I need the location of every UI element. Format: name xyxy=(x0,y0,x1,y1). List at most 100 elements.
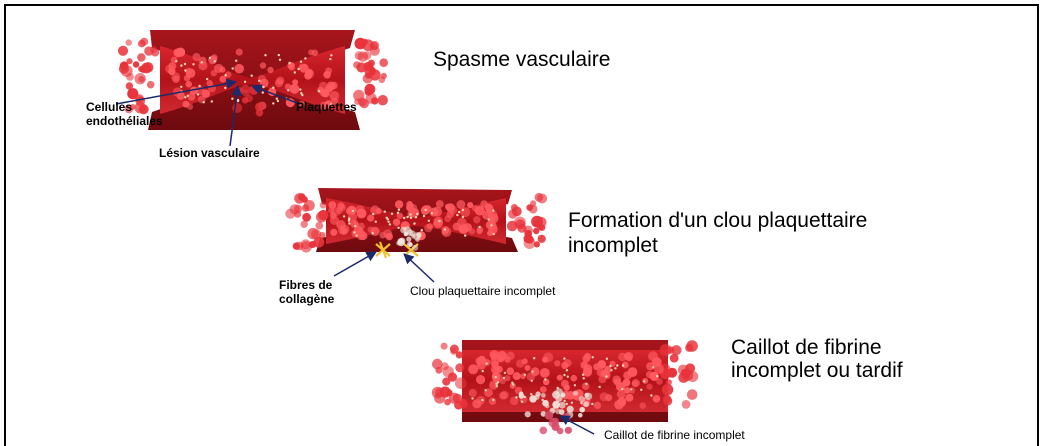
blood-cell xyxy=(406,204,414,212)
platelet-dot xyxy=(406,216,408,218)
blood-cell xyxy=(441,343,448,350)
platelet-dot xyxy=(574,384,576,386)
platelet-dot xyxy=(278,54,280,56)
blood-cell xyxy=(318,210,328,220)
blood-cell xyxy=(445,204,451,210)
blood-cell xyxy=(511,204,518,211)
blood-cell xyxy=(293,242,300,249)
blood-cell xyxy=(504,356,510,362)
platelet-dot xyxy=(571,402,573,404)
blood-cell xyxy=(328,201,336,209)
blood-cell xyxy=(545,411,554,420)
blood-cell xyxy=(434,393,445,404)
blood-cell xyxy=(552,423,560,431)
blood-cell xyxy=(379,77,386,84)
platelet-dot xyxy=(203,101,205,103)
platelet-dot xyxy=(413,222,415,224)
platelet-dot xyxy=(428,220,430,222)
blood-cell xyxy=(362,39,368,45)
blood-cell xyxy=(640,402,647,409)
blood-cell xyxy=(187,104,193,110)
label-line: endothéliales xyxy=(86,114,163,128)
blood-cell xyxy=(625,394,633,402)
platelet-dot xyxy=(389,223,391,225)
platelet-dot xyxy=(563,400,565,402)
blood-cell xyxy=(338,226,347,235)
platelet-dot xyxy=(567,376,569,378)
blood-cell xyxy=(667,368,677,378)
blood-cell xyxy=(400,227,407,234)
blood-cell xyxy=(379,58,388,67)
blood-cell xyxy=(412,245,418,251)
blood-cell xyxy=(184,75,190,81)
platelet-dot xyxy=(524,374,526,376)
platelet-dot xyxy=(403,217,405,219)
stage-title-spasme: Spasme vasculaire xyxy=(433,48,610,72)
blood-cell xyxy=(539,224,546,231)
blood-cell xyxy=(524,226,533,235)
blood-cell xyxy=(480,200,488,208)
platelet-dot xyxy=(348,218,350,220)
platelet-dot xyxy=(462,216,464,218)
platelet-dot xyxy=(421,229,423,231)
blood-cell xyxy=(542,357,548,363)
platelet-dot xyxy=(264,54,266,56)
blood-cell xyxy=(358,223,365,230)
blood-cell xyxy=(687,389,698,400)
platelet-dot xyxy=(583,377,585,379)
blood-cell xyxy=(285,209,295,219)
blood-cell xyxy=(540,427,548,435)
platelet-dot xyxy=(530,393,532,395)
platelet-dot xyxy=(521,401,523,403)
blood-cell xyxy=(371,227,380,236)
platelet-dot xyxy=(614,367,616,369)
platelet-dot xyxy=(237,100,239,102)
blood-cell xyxy=(489,398,496,405)
blood-cell xyxy=(118,46,128,56)
blood-cell xyxy=(292,79,298,85)
blood-cell xyxy=(355,205,364,214)
platelet-dot xyxy=(276,98,278,100)
platelet-dot xyxy=(471,397,473,399)
blood-cell xyxy=(472,205,478,211)
blood-cell xyxy=(670,354,679,363)
blood-cell xyxy=(395,200,403,208)
platelet-dot xyxy=(492,399,494,401)
blood-cell xyxy=(579,407,585,413)
blood-cell xyxy=(442,378,450,386)
title-line: incomplet xyxy=(568,233,867,258)
blood-cell xyxy=(301,221,308,228)
blood-cell xyxy=(632,379,640,387)
title-line: Formation d'un clou plaquettaire xyxy=(568,208,867,233)
platelet-dot xyxy=(492,209,494,211)
platelet-dot xyxy=(387,221,389,223)
blood-cell xyxy=(516,360,524,368)
platelet-dot xyxy=(423,215,425,217)
platelet-dot xyxy=(481,399,483,401)
blood-cell xyxy=(456,200,465,209)
blood-cell xyxy=(446,389,453,396)
blood-cell xyxy=(126,73,134,81)
platelet-dot xyxy=(458,211,460,213)
blood-cell xyxy=(256,109,264,117)
title-line: Caillot de fibrine xyxy=(731,336,903,359)
platelet-dot xyxy=(609,365,611,367)
platelet-dot xyxy=(598,386,600,388)
blood-cell xyxy=(396,241,401,246)
platelet-dot xyxy=(582,374,584,376)
blood-cell xyxy=(473,216,480,223)
platelet-dot xyxy=(184,63,186,65)
platelet-dot xyxy=(656,375,658,377)
blood-cell xyxy=(202,90,210,98)
blood-cell xyxy=(143,62,154,73)
blood-cell xyxy=(444,399,451,406)
blood-cell xyxy=(330,216,339,225)
platelet-dot xyxy=(299,88,301,90)
stage-title-clou: Formation d'un clou plaquettaire incompl… xyxy=(568,208,867,258)
blood-cell xyxy=(476,375,485,384)
platelet-dot xyxy=(444,228,446,230)
blood-cell xyxy=(583,401,589,407)
vessel-fibrin-clot xyxy=(432,340,698,434)
blood-cell xyxy=(499,392,507,400)
blood-cell xyxy=(686,340,698,352)
